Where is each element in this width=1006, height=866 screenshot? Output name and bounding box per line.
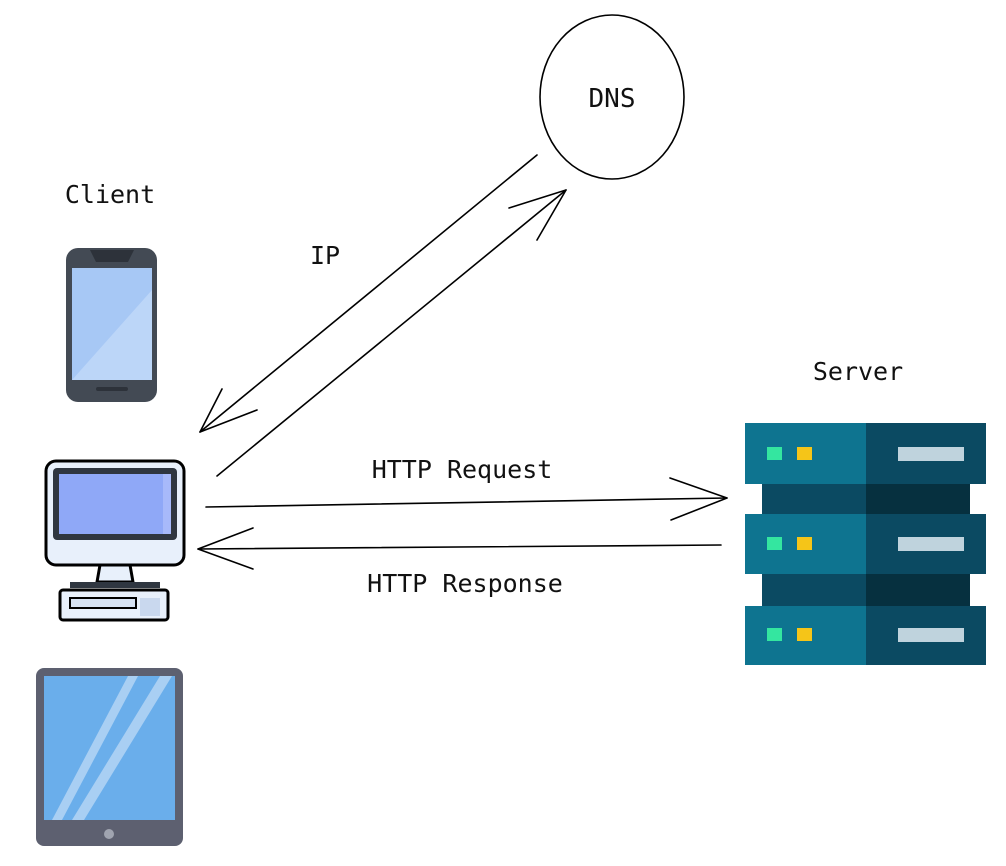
ip-response-arrow	[199, 154, 538, 433]
http-response-arrow	[197, 527, 722, 570]
ip-label: IP	[310, 241, 340, 270]
client-label: Client	[65, 180, 155, 209]
http-request-arrow	[205, 477, 728, 521]
dns-lookup-arrow	[216, 189, 567, 477]
smartphone-icon	[66, 248, 157, 402]
http-request-label: HTTP Request	[372, 455, 553, 484]
server-unit-1	[745, 423, 986, 484]
server-unit-3	[745, 606, 986, 665]
dns-label: DNS	[589, 84, 636, 114]
server-rack-icon	[745, 423, 986, 665]
server-unit-2	[745, 514, 986, 574]
http-response-label: HTTP Response	[367, 569, 563, 598]
dns-node: DNS	[539, 14, 685, 180]
dns-circle	[539, 14, 685, 180]
tablet-icon	[36, 668, 183, 846]
server-label: Server	[813, 357, 903, 386]
desktop-computer-icon	[44, 459, 186, 622]
